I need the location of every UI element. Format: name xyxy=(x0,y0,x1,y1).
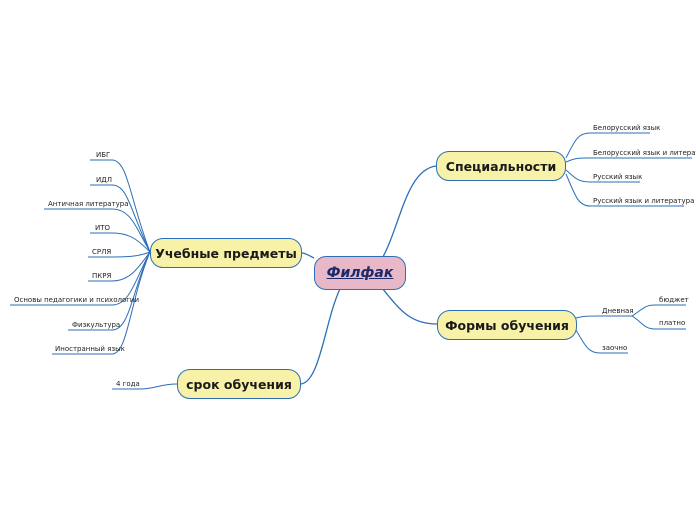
edge-spec-4 xyxy=(565,173,684,207)
leaf-subject[interactable]: Физкультура xyxy=(72,321,121,329)
edge-subj-9 xyxy=(52,251,151,355)
leaf-specialty[interactable]: Русский язык xyxy=(593,173,643,181)
edge-root-specialties xyxy=(379,165,437,263)
branch-forms[interactable]: Формы обучения xyxy=(437,310,577,340)
edge-duration-1 xyxy=(112,383,178,390)
edge-subj-2 xyxy=(90,184,151,253)
leaf-subject[interactable]: СРЛЯ xyxy=(92,248,112,256)
edge-subj-5 xyxy=(88,251,151,258)
branch-specialties[interactable]: Специальности xyxy=(436,151,566,181)
edge-spec-2 xyxy=(565,157,692,163)
edge-spec-3 xyxy=(565,169,640,183)
leaf-subject[interactable]: Иностранный язык xyxy=(55,345,125,353)
leaf-subject[interactable]: ПКРЯ xyxy=(92,272,112,280)
leaf-subject[interactable]: ИДЛ xyxy=(96,176,112,184)
edge-form-day xyxy=(575,315,632,319)
branch-forms-label: Формы обучения xyxy=(445,317,569,333)
edge-subj-7 xyxy=(10,251,151,306)
branch-duration-label: срок обучения xyxy=(186,376,292,392)
leaf-specialty[interactable]: Белорусский язык xyxy=(593,124,661,132)
leaf-form-budget[interactable]: бюджет xyxy=(659,296,689,304)
leaf-form-day[interactable]: Дневная xyxy=(602,307,634,315)
leaf-duration[interactable]: 4 года xyxy=(116,380,140,388)
leaf-specialty[interactable]: Белорусский язык и литература xyxy=(593,149,696,157)
leaf-subject[interactable]: ИБГ xyxy=(96,151,111,159)
leaf-subject[interactable]: ИТО xyxy=(95,224,111,232)
branch-subjects[interactable]: Учебные предметы xyxy=(150,238,302,268)
edge-form-part xyxy=(575,329,628,354)
leaf-form-extramural[interactable]: заочно xyxy=(602,344,628,352)
edge-day-budget xyxy=(631,304,686,317)
edge-spec-1 xyxy=(565,132,650,159)
edge-subj-1 xyxy=(90,159,151,253)
branch-specialties-label: Специальности xyxy=(445,158,557,174)
edge-subj-8 xyxy=(68,251,151,331)
edge-subj-4 xyxy=(90,232,151,253)
root-node[interactable]: Филфак xyxy=(314,256,406,290)
branch-duration[interactable]: срок обучения xyxy=(177,369,301,399)
edge-root-duration xyxy=(299,288,341,385)
branch-subjects-label: Учебные предметы xyxy=(155,245,297,261)
leaf-subject[interactable]: Античная литература xyxy=(48,200,129,208)
edge-subj-6 xyxy=(88,251,151,282)
leaf-specialty[interactable]: Русский язык и литература xyxy=(593,197,695,205)
edge-day-paid xyxy=(631,315,686,330)
leaf-form-paid[interactable]: платно xyxy=(659,319,686,327)
edge-subj-3 xyxy=(44,208,151,253)
leaf-subject[interactable]: Основы педагогики и психологии xyxy=(14,296,140,304)
edge-root-subjects xyxy=(301,252,315,259)
edge-root-forms xyxy=(381,287,438,325)
root-label: Филфак xyxy=(326,265,394,281)
